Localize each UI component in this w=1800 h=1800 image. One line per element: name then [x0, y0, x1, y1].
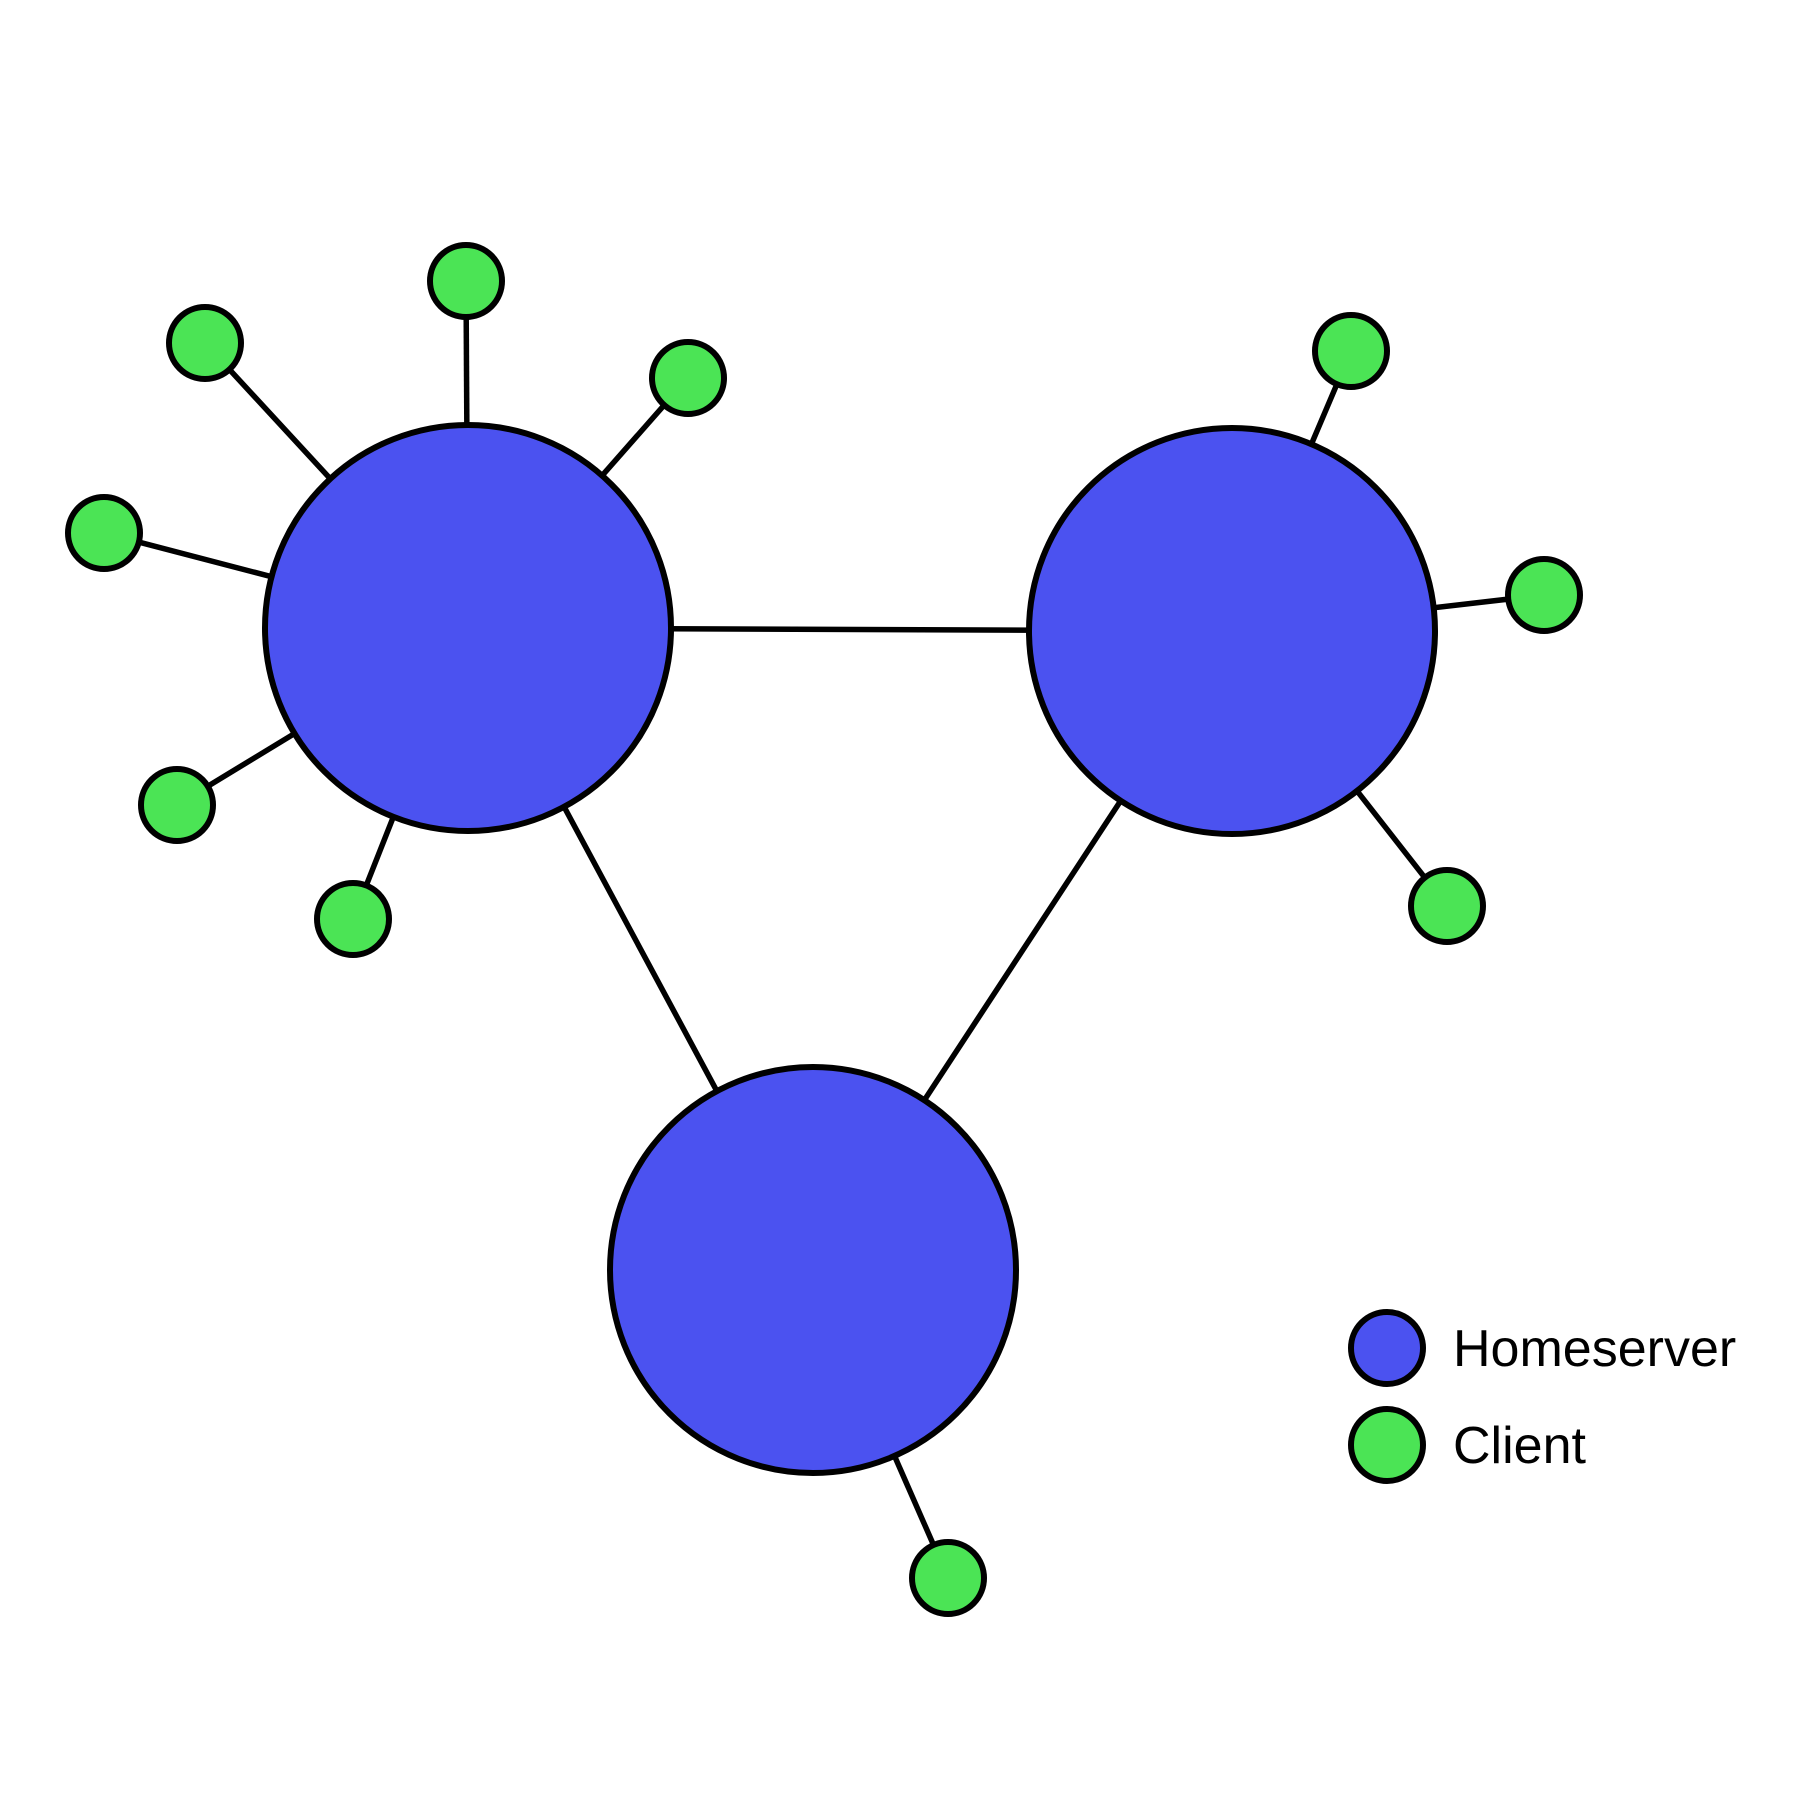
client-node-c7: [1312, 312, 1390, 390]
client-node-c10: [909, 1539, 987, 1617]
client-node-c6: [649, 339, 727, 417]
homeserver-node-hs2: [1026, 425, 1438, 837]
homeserver-node-hs1: [262, 422, 674, 834]
client-node-c8: [1505, 556, 1583, 634]
client-node-c2: [166, 304, 244, 382]
homeserver-node-hs3: [607, 1064, 1019, 1476]
legend-swatch-client: [1348, 1406, 1426, 1484]
legend-label-client: Client: [1453, 1417, 1586, 1475]
client-node-c1: [427, 242, 505, 320]
client-node-c4: [138, 766, 216, 844]
client-node-c3: [65, 494, 143, 572]
client-node-c9: [1408, 867, 1486, 945]
legend-swatch-homeserver: [1348, 1309, 1426, 1387]
nodes-layer: [65, 242, 1583, 1617]
client-node-c5: [314, 880, 392, 958]
legend-label-homeserver: Homeserver: [1453, 1320, 1736, 1378]
